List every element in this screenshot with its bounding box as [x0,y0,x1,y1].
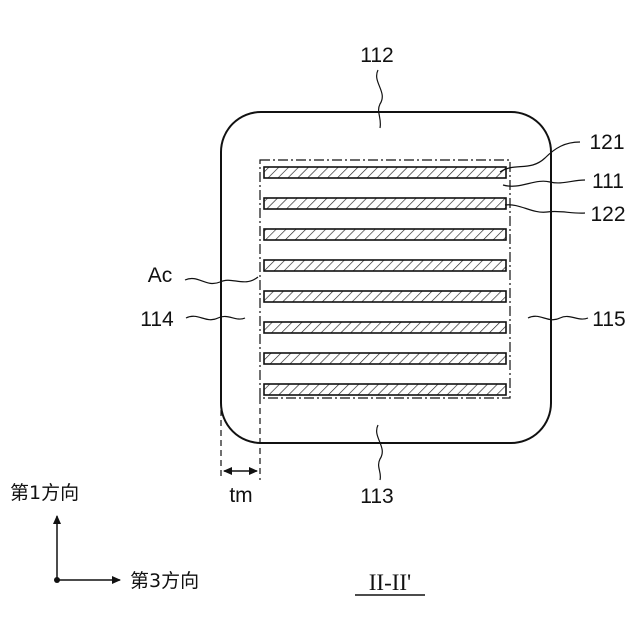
internal-electrodes [264,167,506,395]
label-115: 115 [592,308,625,331]
internal-electrode-layer [264,198,506,209]
leader-113 [377,425,383,480]
label-ac: Ac [148,264,173,287]
internal-electrode-layer [264,353,506,364]
leader-122 [505,205,585,213]
internal-electrode-layer [264,229,506,240]
leader-112 [377,70,383,128]
label-111: 111 [592,170,624,193]
leader-121 [500,142,580,172]
label-third-direction: 第3方向 [130,570,199,592]
internal-electrode-layer [264,291,506,302]
label-114: 114 [140,308,174,331]
label-122: 122 [590,203,625,226]
internal-electrode-layer [264,322,506,333]
section-label: II-II' [369,570,411,595]
label-121: 121 [589,131,624,154]
label-112: 112 [360,44,393,67]
label-first-direction: 第1方向 [10,482,79,504]
axis-origin [54,577,60,583]
label-113: 113 [360,485,393,508]
internal-electrode-layer [264,260,506,271]
leader-111 [503,180,585,186]
internal-electrode-layer [264,384,506,395]
leader-114 [186,316,245,319]
internal-electrode-layer [264,167,506,178]
leader-115 [528,316,588,319]
label-margin: tm [229,484,252,507]
